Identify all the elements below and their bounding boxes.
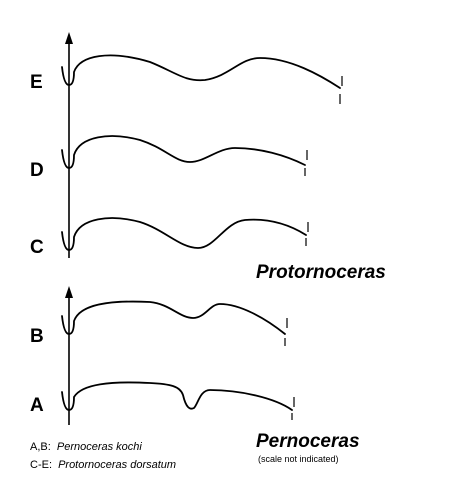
genus-label-pernoceras: Pernoceras [256,431,360,452]
legend-species-1: Pernoceras kochi [57,441,143,453]
lower-axis [65,286,73,425]
scale-note: (scale not indicated) [258,454,339,464]
row-label-b: B [30,326,44,347]
legend-line-2: C-E: Protornoceras dorsatum [30,459,176,471]
suture-line-d [61,135,306,169]
suture-line-b [61,300,286,335]
legend-species-2: Protornoceras dorsatum [58,459,176,471]
suture-line-a [61,381,293,411]
suture-line-c [61,217,307,251]
legend-key-1: A,B: [30,441,51,453]
upper-axis-arrowhead [65,32,73,44]
row-label-a: A [30,395,44,416]
upper-axis [65,32,73,258]
genus-label-protornoceras: Protornoceras [256,262,386,283]
suture-line-e [61,54,341,89]
row-label-e: E [30,72,43,93]
row-label-d: D [30,160,44,181]
legend-key-2: C-E: [30,459,52,471]
lower-axis-arrowhead [65,286,73,298]
legend-line-1: A,B: Pernoceras kochi [30,441,142,453]
row-label-c: C [30,237,44,258]
